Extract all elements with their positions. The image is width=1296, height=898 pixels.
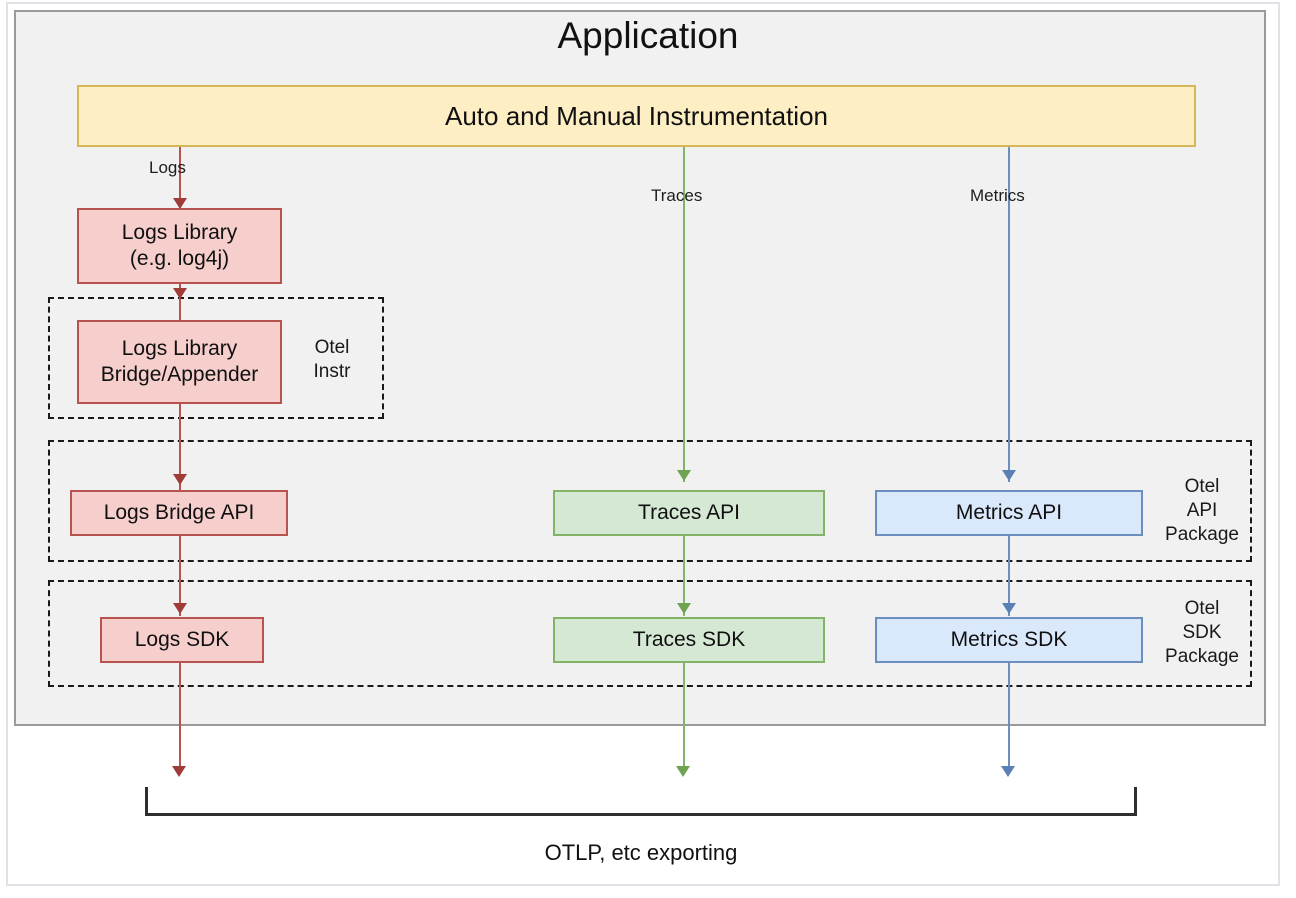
otel-api-label-line3: Package [1165,524,1239,545]
auto-manual-instrumentation-label: Auto and Manual Instrumentation [444,101,829,131]
logs-library-box: Logs Library (e.g. log4j) [77,208,282,284]
edge-metrics-api-to-metrics-sdk [1008,536,1010,616]
logs-bridge-appender-label-line2: Bridge/Appender [100,363,259,386]
logs-sdk-label: Logs SDK [134,628,230,651]
otel-sdk-label-line1: Otel [1184,598,1220,619]
otel-api-package-group-label: Otel API Package [1158,475,1246,547]
edge-metrics-sdk-to-export [1008,663,1010,773]
metrics-sdk-box: Metrics SDK [875,617,1143,663]
logs-bridge-api-box: Logs Bridge API [70,490,288,536]
metrics-api-box: Metrics API [875,490,1143,536]
arrowhead-traces-api [677,470,691,481]
edge-instrumentation-to-metrics-api [1008,147,1010,482]
logs-library-bridge-appender-box: Logs Library Bridge/Appender [77,320,282,404]
auto-manual-instrumentation-box: Auto and Manual Instrumentation [77,85,1196,147]
edge-bridge-to-logs-bridge-api [179,404,181,490]
arrowhead-metrics-sdk [1002,603,1016,614]
arrowhead-traces-sdk [677,603,691,614]
edge-logs-sdk-to-export [179,663,181,773]
arrowhead-traces-export [676,766,690,777]
edge-instrumentation-to-traces-api [683,147,685,482]
logs-bridge-appender-label-line1: Logs Library [121,337,238,360]
edge-label-logs: Logs [149,158,186,177]
arrowhead-logs-bridge-api [173,474,187,485]
logs-library-label-line2: (e.g. log4j) [129,247,230,270]
edge-traces-api-to-traces-sdk [683,536,685,616]
otel-api-package-group [48,440,1252,562]
otel-sdk-package-group-label: Otel SDK Package [1158,597,1246,669]
logs-library-label-line1: Logs Library [121,221,238,244]
arrowhead-logs-sdk [173,603,187,614]
traces-sdk-box: Traces SDK [553,617,825,663]
arrowhead-logs-library [173,198,187,209]
arrowhead-logs-bridge-appender [173,288,187,299]
otel-sdk-package-group [48,580,1252,687]
otel-instr-label-line2: Instr [313,361,351,382]
export-bracket [145,787,1137,816]
logs-bridge-api-label: Logs Bridge API [103,501,255,524]
metrics-sdk-label: Metrics SDK [950,628,1068,651]
otel-instr-group-label: Otel Instr [296,336,368,384]
edge-label-metrics: Metrics [970,186,1025,205]
otel-api-label-line1: Otel [1184,476,1220,497]
arrowhead-logs-export [172,766,186,777]
otel-instr-label-line1: Otel [314,337,350,358]
edge-logs-library-to-bridge [179,284,181,320]
otel-sdk-label-line2: SDK [1182,622,1222,643]
edge-traces-sdk-to-export [683,663,685,773]
edge-instrumentation-to-logs-library [179,147,181,209]
traces-api-box: Traces API [553,490,825,536]
arrowhead-metrics-export [1001,766,1015,777]
traces-sdk-label: Traces SDK [632,628,746,651]
page-title: Application [557,15,739,56]
metrics-api-label: Metrics API [955,501,1063,524]
otel-sdk-label-line3: Package [1165,646,1239,667]
edge-label-traces: Traces [651,186,703,205]
edge-logs-bridge-api-to-logs-sdk [179,536,181,616]
logs-sdk-box: Logs SDK [100,617,264,663]
otel-instr-group [48,297,384,419]
arrowhead-metrics-api [1002,470,1016,481]
otel-api-label-line2: API [1186,500,1218,521]
export-label: OTLP, etc exporting [544,840,738,865]
traces-api-label: Traces API [638,501,740,524]
